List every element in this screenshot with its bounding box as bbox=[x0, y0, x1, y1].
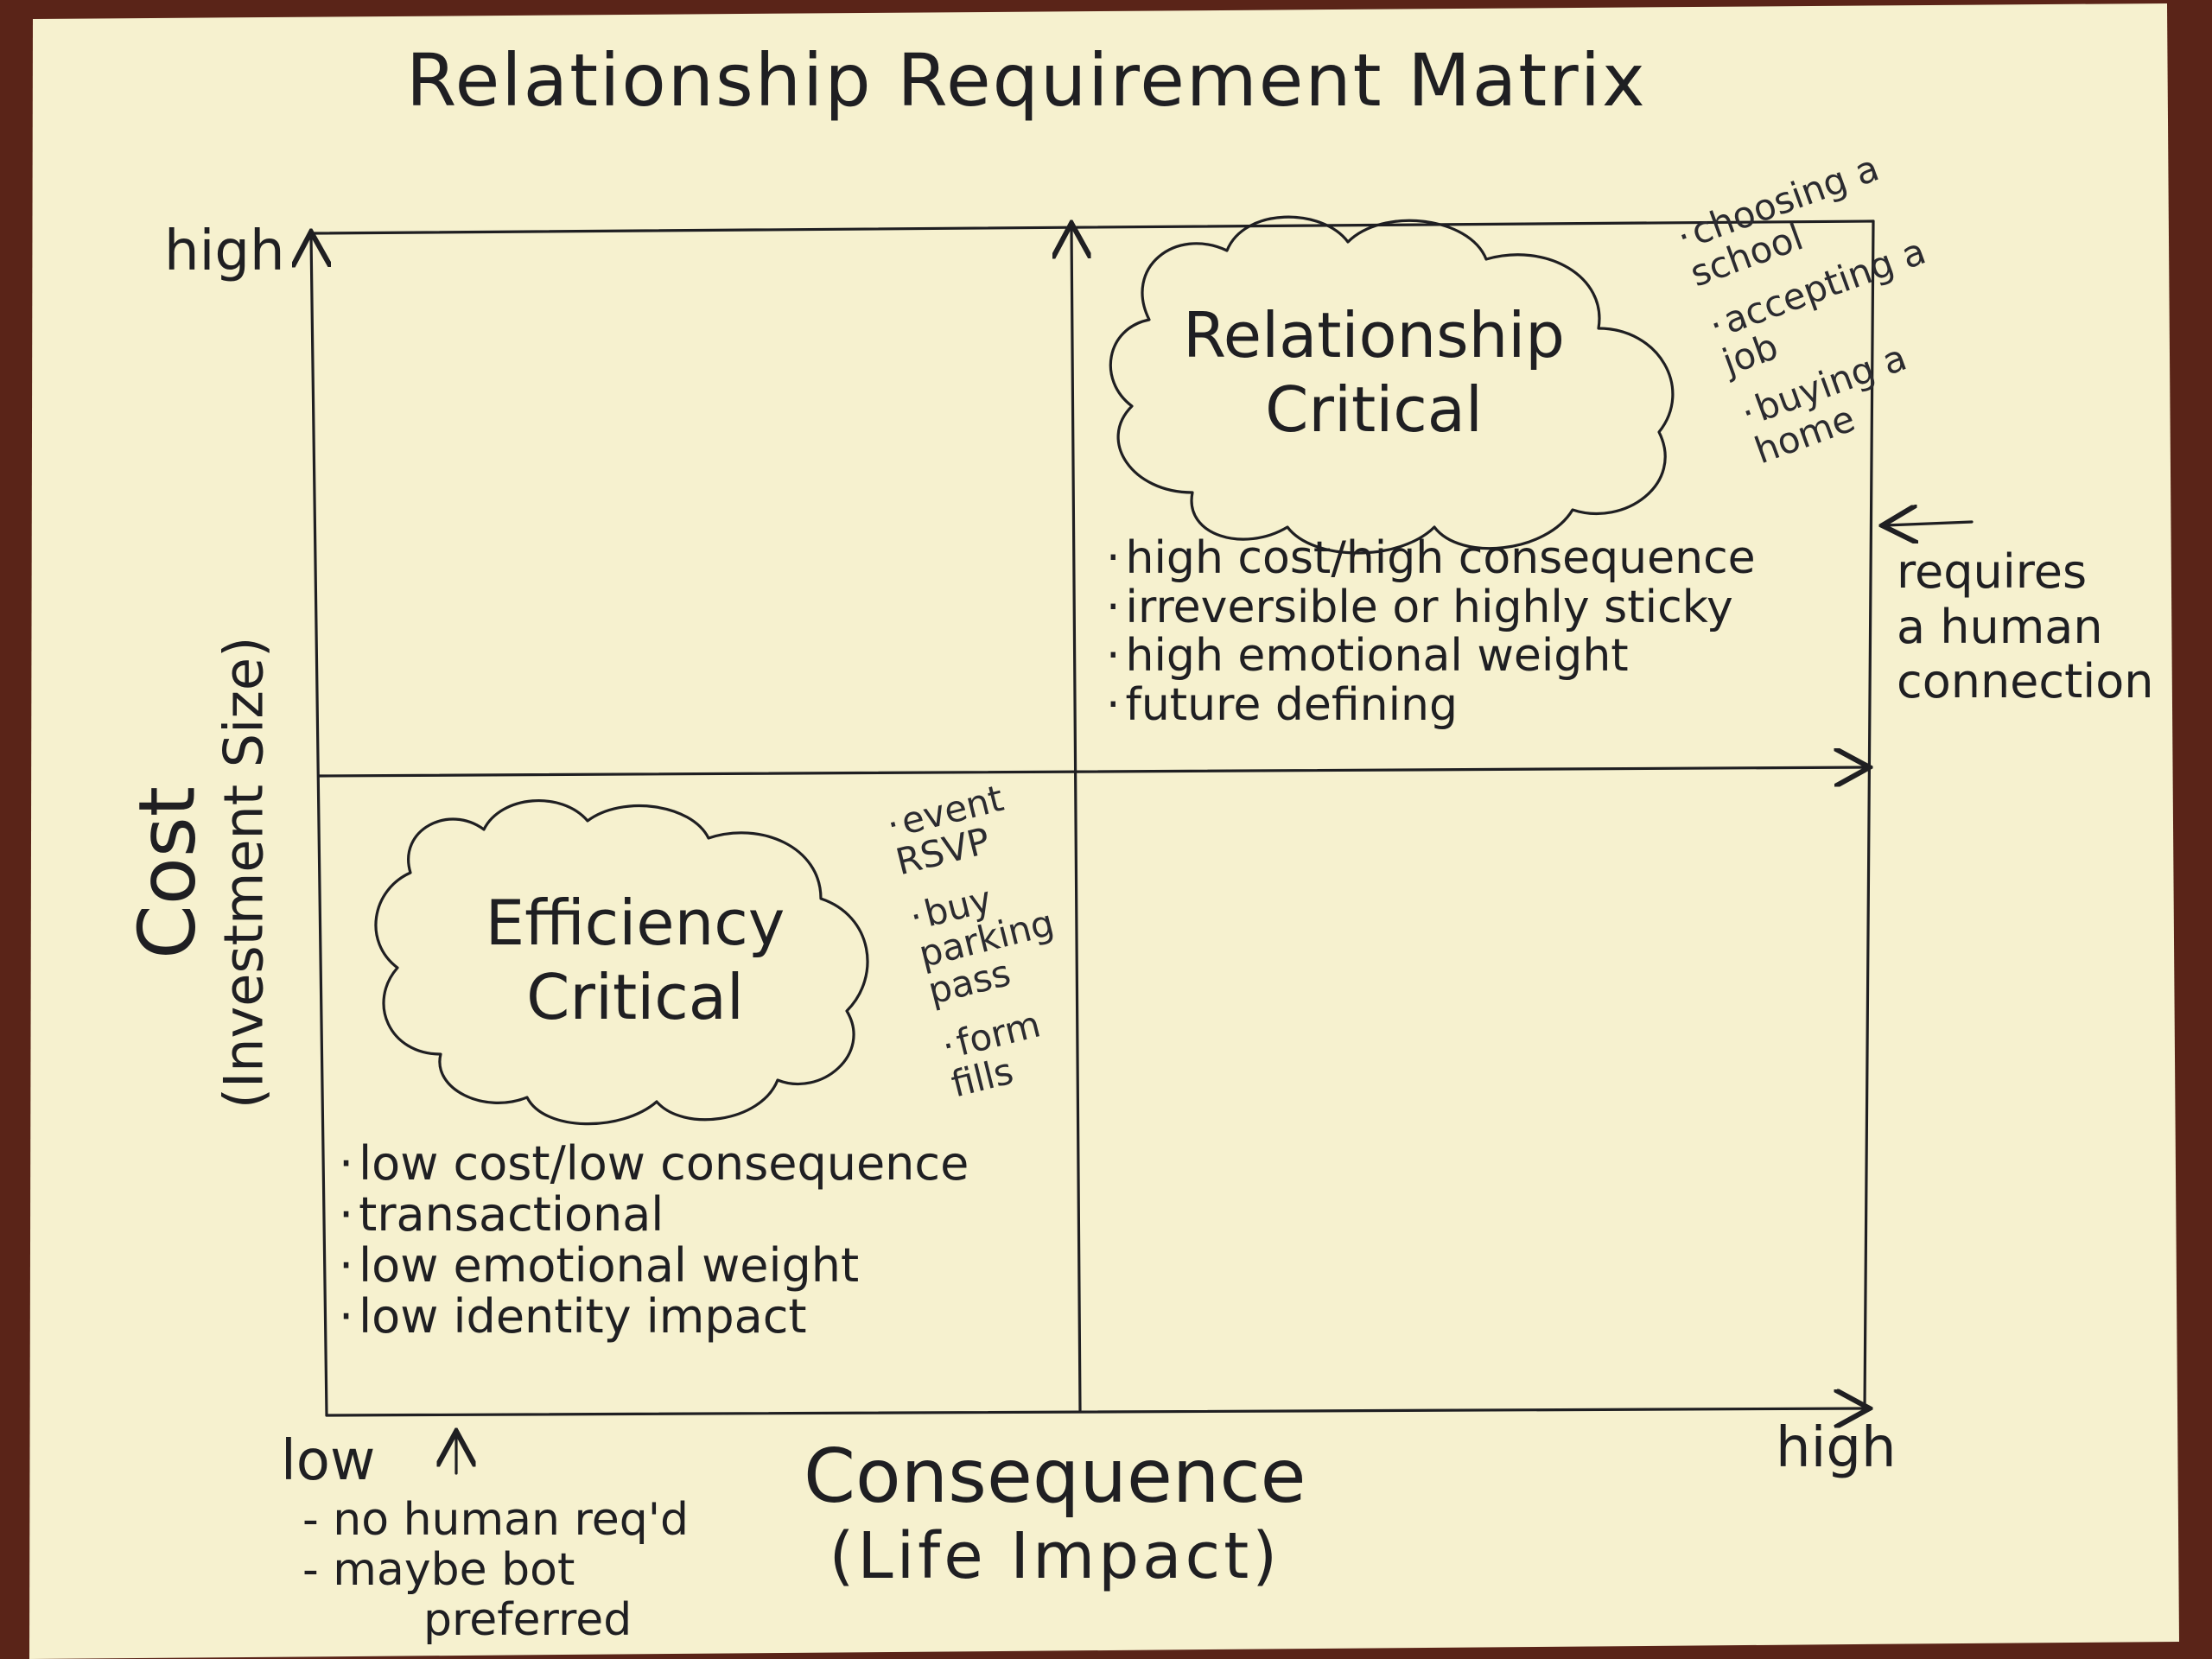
note-line: - maybe bot bbox=[302, 1544, 575, 1597]
relationship-cloud bbox=[1109, 215, 1675, 555]
list-item: future defining bbox=[1106, 681, 1756, 730]
note-line: a human bbox=[1897, 599, 2103, 654]
list-item: irreversible or highly sticky bbox=[1106, 582, 1756, 632]
efficiency-criteria: low cost/low consequence transactional l… bbox=[339, 1138, 969, 1343]
y-axis-line bbox=[311, 235, 327, 1417]
x-axis-low-label: low bbox=[281, 1429, 376, 1493]
top-border-line bbox=[311, 219, 1875, 235]
matrix-title: Relationship Requirement Matrix bbox=[406, 38, 1647, 123]
list-item: high emotional weight bbox=[1106, 632, 1756, 681]
list-item: high cost/high consequence bbox=[1106, 534, 1756, 583]
efficiency-cloud bbox=[374, 799, 869, 1126]
y-axis-title: Cost bbox=[122, 785, 213, 960]
relationship-criteria: high cost/high consequence irreversible … bbox=[1106, 534, 1756, 730]
list-item: transactional bbox=[339, 1189, 969, 1241]
no-human-note: - no human req'd - maybe bot preferred bbox=[302, 1495, 689, 1646]
x-axis-line bbox=[325, 1408, 1866, 1415]
relationship-title-line1: Relationship bbox=[1183, 299, 1565, 372]
note-line: connection bbox=[1897, 654, 2154, 709]
horizontal-divider bbox=[318, 767, 1866, 776]
note-line: - no human req'd bbox=[302, 1494, 690, 1546]
note-line: requires bbox=[1897, 544, 2088, 599]
human-connection-arrow bbox=[1885, 522, 1974, 525]
efficiency-title-line2: Critical bbox=[526, 961, 744, 1034]
x-axis-high-label: high bbox=[1776, 1416, 1897, 1480]
y-axis-high-label: high bbox=[164, 219, 285, 283]
y-axis-label: Cost (Investment Size) bbox=[122, 636, 276, 1109]
y-axis-subtitle: (Investment Size) bbox=[212, 636, 276, 1109]
note-line: preferred bbox=[423, 1594, 632, 1647]
list-item: low emotional weight bbox=[339, 1240, 969, 1292]
efficiency-critical-title: Efficiency Critical bbox=[432, 886, 838, 1035]
list-item: form fills bbox=[938, 988, 1124, 1105]
list-item: low identity impact bbox=[339, 1291, 969, 1343]
x-axis-title: Consequence bbox=[804, 1433, 1306, 1520]
vertical-divider bbox=[1071, 226, 1080, 1412]
list-item: low cost/low consequence bbox=[339, 1138, 969, 1190]
list-item: buy parking pass bbox=[906, 859, 1102, 1013]
relationship-title-line2: Critical bbox=[1265, 373, 1483, 447]
x-axis-label: Consequence (Life Impact) bbox=[804, 1434, 1306, 1593]
x-axis-subtitle: (Life Impact) bbox=[829, 1518, 1281, 1593]
efficiency-title-line1: Efficiency bbox=[485, 887, 785, 959]
human-connection-note: requires a human connection bbox=[1897, 544, 2154, 709]
relationship-critical-title: Relationship Critical bbox=[1149, 298, 1599, 448]
